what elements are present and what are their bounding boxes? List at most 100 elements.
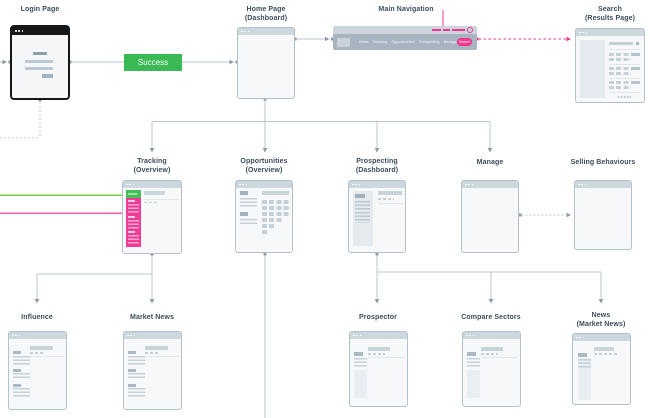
- wireframe-result-row: [609, 81, 629, 84]
- node-subtitle: (Results Page): [584, 14, 636, 22]
- page-node-main-navigation[interactable]: Home Tracking Opportunities Prospecting …: [333, 26, 477, 50]
- arrowhead: [488, 299, 494, 304]
- wireframe-result-row: [609, 53, 629, 56]
- wireframe-divider: [609, 91, 640, 93]
- arrowheads-pink: [566, 36, 571, 42]
- wireframe-marks: [368, 353, 385, 355]
- window-dot: [130, 334, 132, 337]
- node-label-main-navigation: Main Navigation: [378, 6, 433, 15]
- wireframe-pill: [631, 53, 640, 56]
- window-dot: [245, 183, 248, 186]
- wireframe-title-bar: [262, 191, 289, 195]
- arrowhead: [487, 148, 493, 153]
- wireframe-divider: [368, 357, 405, 358]
- wireframe-result-row: [609, 58, 631, 61]
- page-node-influence[interactable]: [8, 331, 67, 410]
- window-titlebar: [573, 334, 630, 341]
- node-label-opportunities: Opportunities(Overview): [240, 158, 287, 175]
- wireframe-input: [25, 67, 53, 70]
- page-node-prospecting[interactable]: [348, 180, 406, 253]
- nav-main-row: Home Tracking Opportunities Prospecting …: [333, 34, 477, 50]
- page-node-news[interactable]: [572, 333, 631, 405]
- wireframe-chip-row: [262, 206, 290, 210]
- wireframe-marks: [144, 201, 157, 203]
- wireframe-pill: [631, 81, 640, 84]
- page-node-manage[interactable]: [461, 180, 519, 253]
- wireframe-divider: [609, 49, 640, 50]
- window-dot: [18, 334, 21, 337]
- page-node-tracking[interactable]: [122, 180, 182, 254]
- page-node-selling-behaviours[interactable]: [574, 180, 632, 250]
- wireframe-group-header: [13, 351, 21, 354]
- page-node-market-news[interactable]: [123, 331, 182, 410]
- window-dot: [242, 183, 244, 186]
- wireframe-pagination-dots: [618, 96, 631, 98]
- wireframe-group-header: [240, 212, 248, 216]
- arrowhead: [34, 299, 40, 304]
- page-node-search-results[interactable]: [575, 28, 645, 103]
- window-dot: [578, 183, 580, 186]
- nav-item-home: Home: [359, 40, 369, 44]
- wireframe-title-bar: [144, 191, 165, 195]
- wireframe-result-row: [609, 67, 629, 70]
- wireframe-line-group: [578, 359, 591, 368]
- wireframe-chip-row: [262, 230, 269, 234]
- window-dot: [359, 334, 362, 337]
- wireframe-sidebar: [354, 370, 367, 398]
- wireframe-line-group: [128, 373, 145, 380]
- page-node-login[interactable]: [10, 25, 70, 100]
- window-dot: [247, 30, 250, 33]
- wireframe-button: [42, 74, 53, 78]
- window-dot: [353, 334, 355, 337]
- wireframe-chip-row: [262, 224, 276, 228]
- wireframe-title-bar: [30, 346, 53, 350]
- node-label-selling-behaviours: Selling Behaviours: [571, 159, 636, 168]
- wireframe-line-group: [128, 356, 145, 365]
- wireframe-searchbar: [609, 42, 633, 45]
- page-node-opportunities[interactable]: [235, 180, 293, 253]
- wireframe-pill: [631, 67, 640, 70]
- wireframe-group-header: [13, 369, 21, 372]
- window-titlebar: [462, 181, 518, 188]
- node-label-news: News(Market News): [577, 312, 626, 329]
- window-dot: [585, 31, 588, 34]
- window-dot: [241, 30, 243, 33]
- window-dot: [579, 31, 581, 34]
- node-subtitle: (Overview): [133, 166, 171, 174]
- wireframe-group-header: [467, 352, 476, 356]
- arrowheads-gray: [2, 36, 604, 304]
- arrowhead: [566, 36, 571, 42]
- wireframe-group-header: [13, 384, 21, 387]
- wireframe-title-bar: [145, 346, 168, 350]
- wireframe-marks: [594, 353, 618, 355]
- node-title: Login Page: [20, 6, 60, 13]
- wireframe-line-group: [467, 358, 480, 368]
- wireframe-group-header: [128, 351, 136, 354]
- window-titlebar: [350, 332, 407, 339]
- wireframe-line-group: [13, 373, 30, 380]
- arrowhead: [2, 59, 7, 65]
- page-node-prospector[interactable]: [349, 331, 408, 407]
- node-label-influence: Influence: [21, 314, 53, 323]
- node-label-market-news: Market News: [130, 314, 174, 323]
- arrowhead: [262, 148, 268, 153]
- wireframe-marks: [145, 352, 160, 354]
- wireframe-marks: [481, 353, 498, 355]
- arrowhead: [149, 299, 155, 304]
- window-dot: [581, 183, 583, 186]
- arrowhead: [598, 299, 604, 304]
- wireframe-result-row: [609, 86, 631, 89]
- window-dot: [355, 183, 357, 186]
- page-node-compare-sectors[interactable]: [462, 331, 521, 407]
- wireframe-sidebar: [467, 370, 480, 398]
- wireframe-title-bar: [368, 347, 390, 351]
- node-title: News: [591, 312, 611, 319]
- wireframe-line: [128, 193, 137, 195]
- wireframe-line-group: [355, 201, 370, 223]
- page-node-home[interactable]: [237, 27, 295, 99]
- wireframe-divider: [609, 63, 640, 65]
- node-title: Tracking: [137, 158, 167, 165]
- wireframe-heading: [33, 52, 47, 55]
- nav-utility-row: [333, 26, 477, 34]
- node-label-manage: Manage: [477, 159, 504, 168]
